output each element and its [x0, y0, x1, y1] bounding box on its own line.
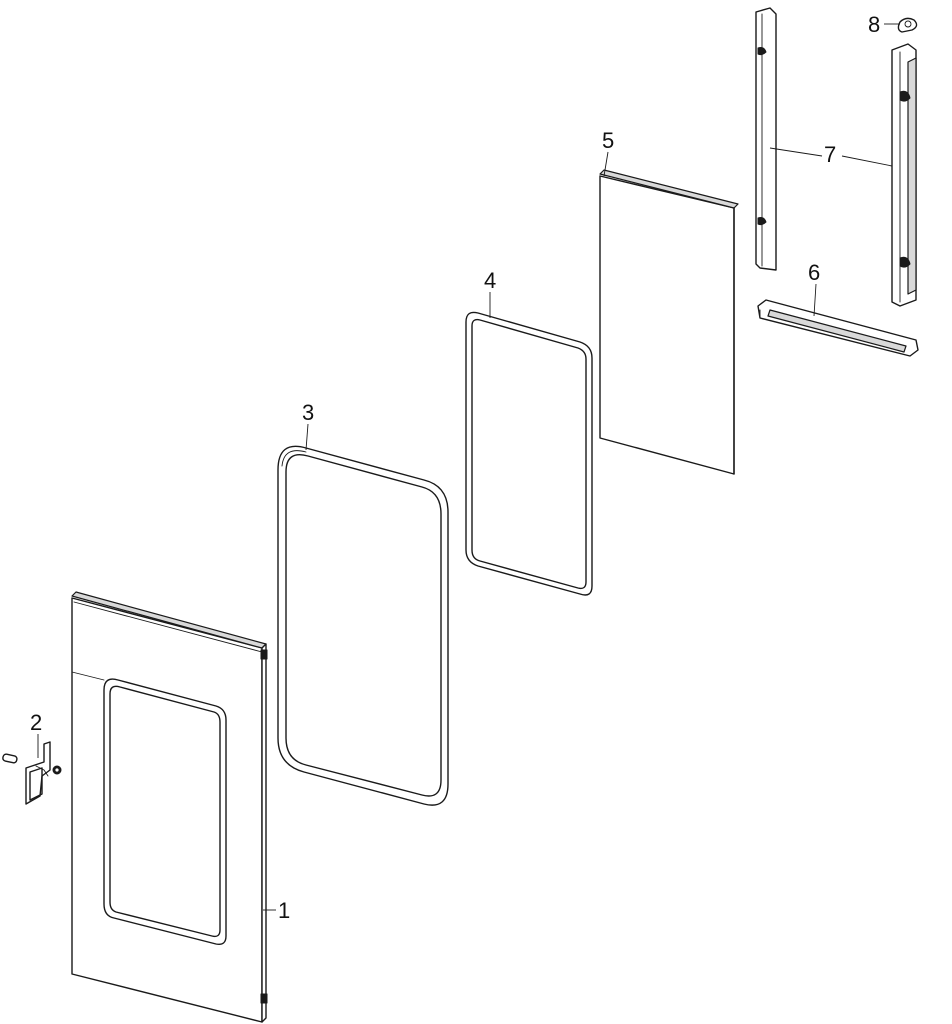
door-front-panel	[71, 591, 268, 1023]
callout-labels: 1 2 3 4 5 6 7 8	[30, 12, 880, 923]
left-side-trim	[755, 7, 777, 271]
right-side-trim	[891, 43, 917, 307]
glass-pane	[599, 169, 739, 475]
callout-5: 5	[602, 128, 614, 153]
inner-gasket	[465, 311, 593, 596]
hinge-bracket	[2, 741, 62, 805]
bottom-trim-rail	[757, 299, 919, 357]
outer-gasket	[277, 445, 449, 806]
callout-4: 4	[484, 268, 496, 293]
callout-8: 8	[868, 12, 880, 37]
callout-1: 1	[278, 898, 290, 923]
callout-3: 3	[302, 400, 314, 425]
callout-6: 6	[808, 260, 820, 285]
clip-part	[897, 17, 918, 33]
callout-2: 2	[30, 710, 42, 735]
leader-lines	[37, 23, 900, 911]
callout-7: 7	[824, 142, 836, 167]
